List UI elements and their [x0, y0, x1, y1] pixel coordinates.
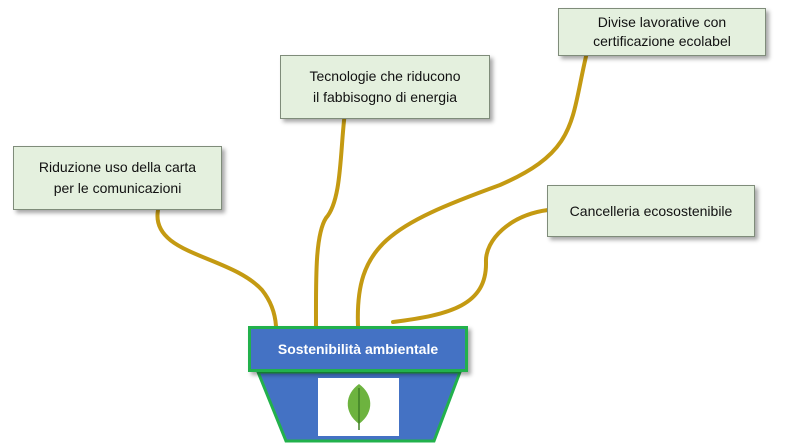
stem-divise — [355, 46, 590, 328]
node-divise-label: Divise lavorative con certificazione eco… — [593, 14, 731, 49]
leaf-card — [318, 378, 399, 436]
node-energy-label: Tecnologie che riducono il fabbisogno di… — [309, 68, 461, 105]
node-paper-reduction: Riduzione uso della carta per le comunic… — [13, 146, 222, 210]
node-cancelleria-label: Cancelleria ecosostenibile — [569, 202, 733, 219]
pot-rim: Sostenibilità ambientale — [248, 326, 468, 372]
leaf-icon — [347, 384, 371, 430]
node-paper-label: Riduzione uso della carta per le comunic… — [38, 159, 197, 196]
node-energy-tech: Tecnologie che riducono il fabbisogno di… — [280, 55, 490, 119]
stem-cancelleria — [391, 208, 550, 324]
stem-energy — [313, 110, 347, 328]
node-eco-stationery: Cancelleria ecosostenibile — [547, 185, 755, 237]
stem-paper — [155, 208, 278, 328]
pot-label: Sostenibilità ambientale — [277, 341, 439, 357]
node-ecolabel-uniforms: Divise lavorative con certificazione eco… — [558, 8, 766, 56]
